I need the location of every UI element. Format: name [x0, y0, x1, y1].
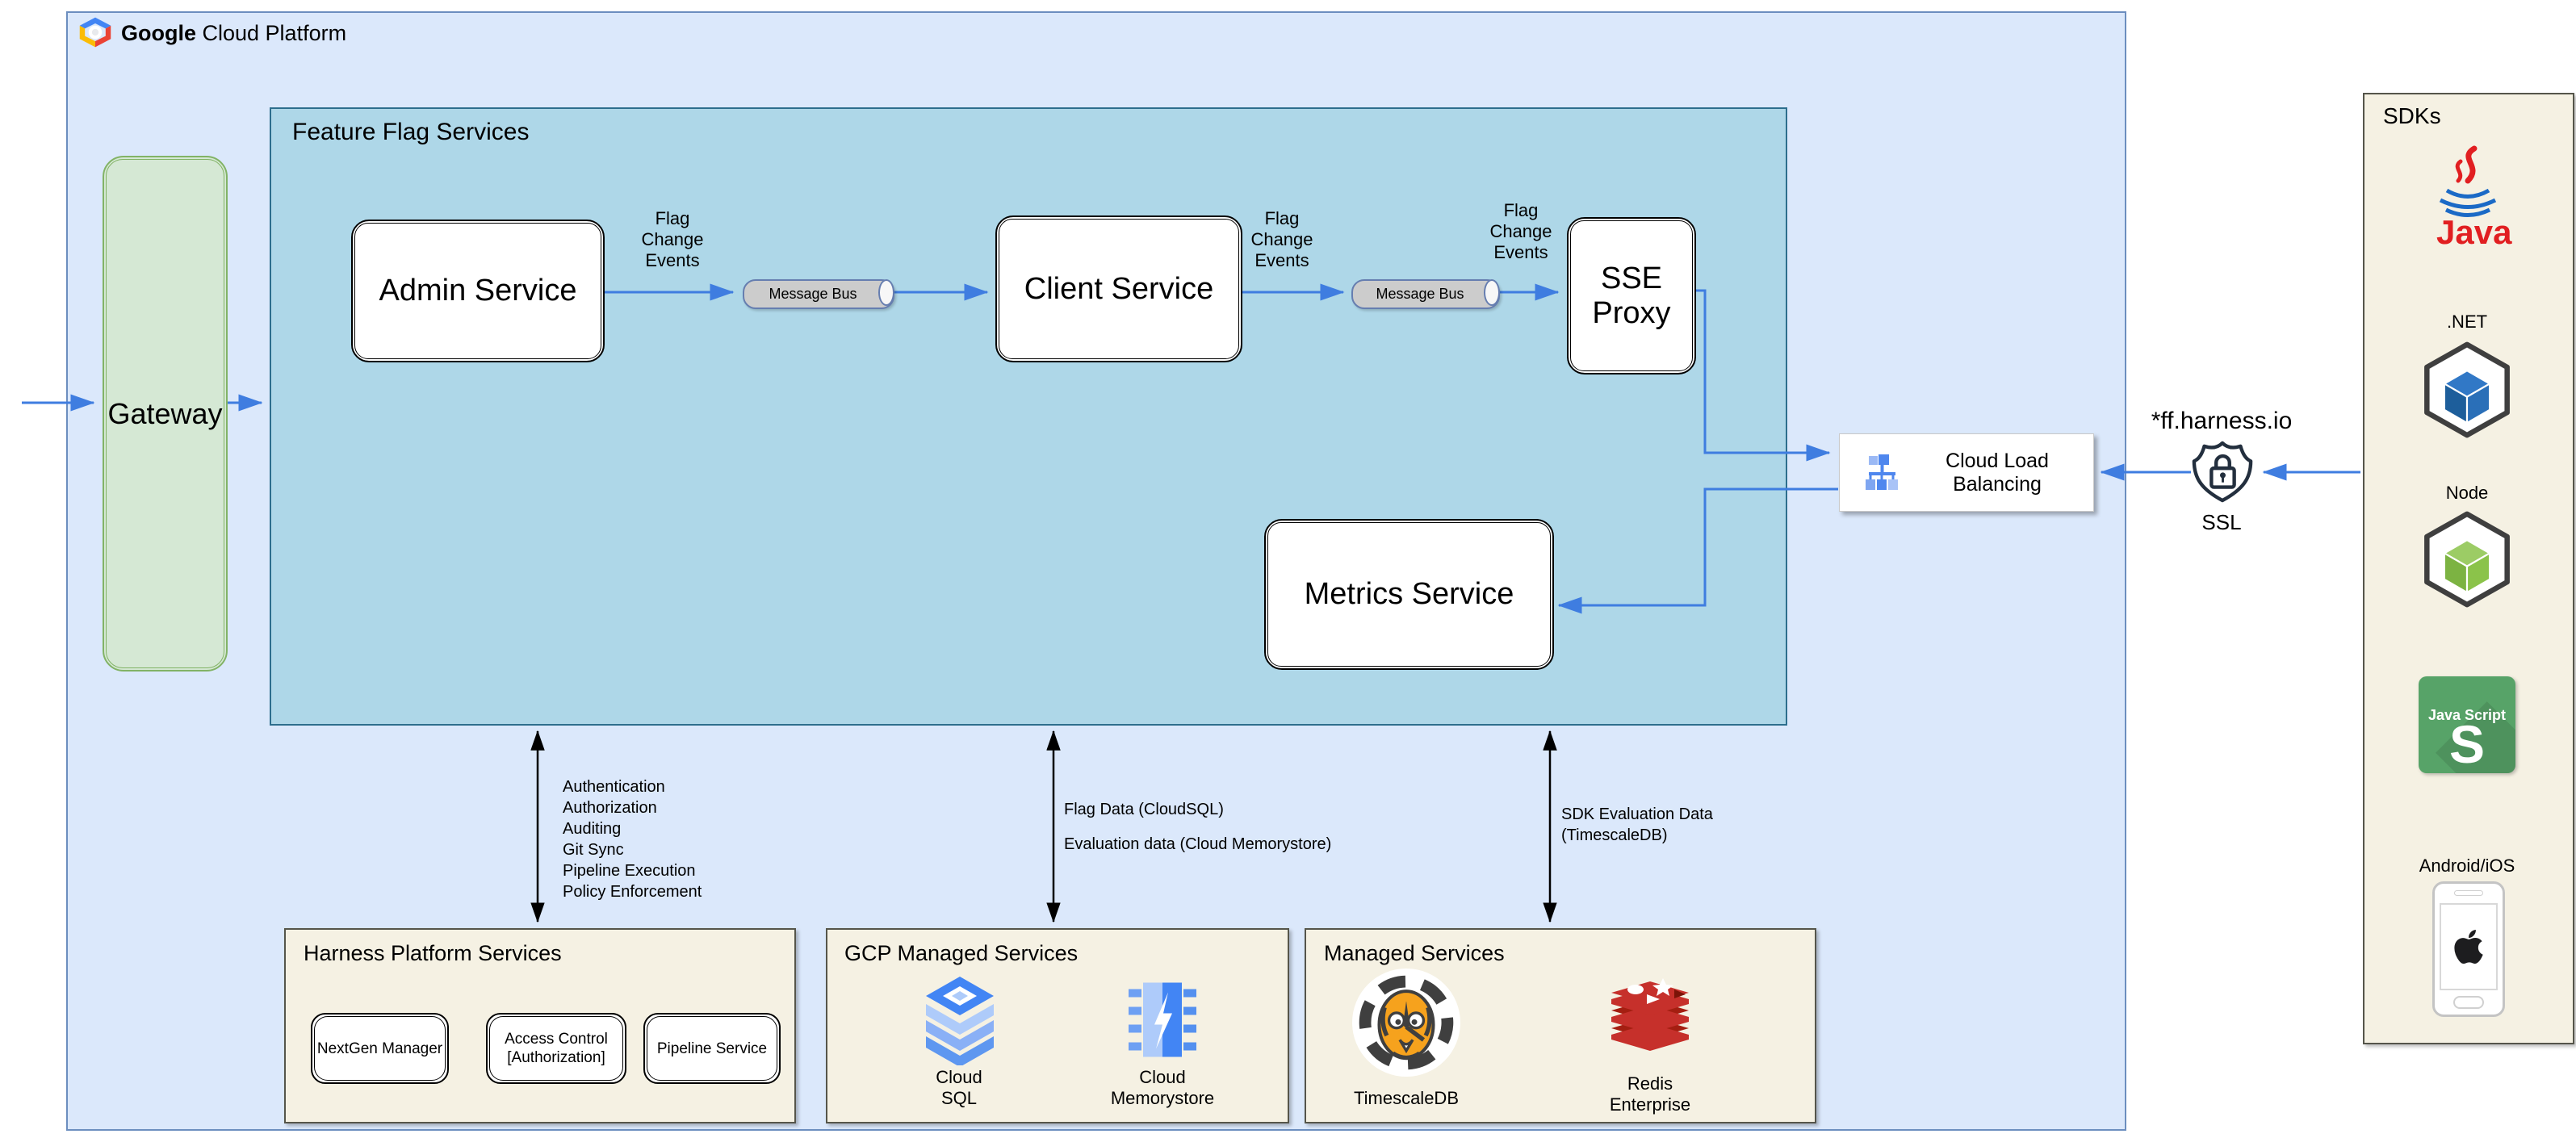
javascript-title: Java Script: [2427, 707, 2507, 723]
flag-change-events-1: Flag Change Events: [641, 208, 704, 270]
redis-enterprise-label: Redis Enterprise: [1609, 1073, 1691, 1115]
nextgen-manager-box: NextGen Manager: [311, 1013, 449, 1084]
cloud-load-balancing-label: Cloud Load Balancing: [1946, 449, 2049, 496]
cloud-sql-icon: [921, 975, 999, 1065]
apple-logo-icon: [2454, 930, 2483, 964]
admin-service-box: Admin Service: [351, 220, 605, 362]
javascript-tile-icon: Java Script S: [2419, 676, 2515, 773]
message-bus-1-label: Message Bus: [769, 286, 857, 302]
java-label: Java: [2436, 213, 2512, 250]
node-cube-icon: [2423, 510, 2511, 609]
page-title: Google Cloud Platform: [121, 21, 346, 46]
message-bus-2-icon: Message Bus: [1351, 279, 1500, 309]
gateway-label: Gateway: [107, 396, 223, 430]
annotation-flag-data: Flag Data (CloudSQL): [1064, 801, 1224, 818]
pipeline-service-box: Pipeline Service: [643, 1013, 781, 1084]
message-bus-1-icon: Message Bus: [743, 279, 894, 309]
gcp-managed-panel: [826, 928, 1289, 1123]
annotation-evaluation-data: Evaluation data (Cloud Memorystore): [1064, 835, 1332, 853]
harness-domain-label: *ff.harness.io: [2151, 408, 2293, 434]
sse-proxy-label: SSE Proxy: [1592, 261, 1671, 330]
javascript-s-letter: S: [2448, 714, 2486, 773]
admin-service-label: Admin Service: [379, 274, 577, 308]
annotation-sdk-evaluation: SDK Evaluation Data (TimescaleDB): [1561, 805, 1713, 844]
brand-rest: Cloud Platform: [196, 21, 347, 45]
gcp-logo-icon: [77, 16, 113, 48]
smartphone-icon: [2432, 881, 2505, 1017]
android-ios-label: Android/iOS: [2419, 856, 2515, 876]
metrics-service-label: Metrics Service: [1304, 577, 1514, 611]
cloud-sql-label: Cloud SQL: [936, 1067, 982, 1108]
brand-bold: Google: [121, 21, 196, 45]
timescaledb-label: TimescaleDB: [1354, 1088, 1459, 1108]
sdks-title: SDKs: [2383, 103, 2441, 128]
dotnet-cube-icon: [2423, 341, 2511, 439]
cylinder-cap: [878, 279, 894, 306]
metrics-service-box: Metrics Service: [1264, 519, 1554, 670]
load-balancer-icon: [1864, 454, 1900, 492]
client-service-box: Client Service: [995, 215, 1242, 362]
client-service-label: Client Service: [1024, 271, 1214, 306]
cloud-memorystore-label: Cloud Memorystore: [1110, 1067, 1215, 1108]
dotnet-label: .NET: [2446, 312, 2488, 332]
harness-panel-title: Harness Platform Services: [304, 941, 562, 965]
access-control-label: Access Control [Authorization]: [505, 1031, 608, 1066]
flag-change-events-2: Flag Change Events: [1250, 208, 1313, 270]
annotation-harness-capabilities: Authentication Authorization Auditing Gi…: [563, 778, 702, 901]
ssl-label: SSL: [2201, 510, 2242, 534]
managed-services-title: Managed Services: [1324, 941, 1505, 965]
gcp-managed-title: GCP Managed Services: [844, 941, 1079, 965]
node-label: Node: [2445, 483, 2489, 503]
ssl-shield-icon: [2191, 440, 2254, 504]
sse-proxy-box: SSE Proxy: [1567, 217, 1696, 374]
redis-icon: [1605, 975, 1695, 1062]
phone-screen: [2440, 903, 2498, 990]
java-logo-icon: Java: [2423, 144, 2513, 250]
phone-home-button: [2453, 996, 2484, 1009]
access-control-box: Access Control [Authorization]: [486, 1013, 626, 1084]
timescaledb-icon: [1352, 969, 1460, 1077]
cloud-load-balancing-box: Cloud Load Balancing: [1839, 433, 2094, 512]
flag-change-events-3: Flag Change Events: [1489, 200, 1552, 262]
feature-flag-title: Feature Flag Services: [292, 119, 530, 145]
phone-speaker: [2454, 890, 2483, 896]
cloud-memorystore-icon: [1122, 977, 1203, 1064]
cylinder-cap: [1484, 279, 1500, 306]
gateway-box: Gateway: [103, 156, 228, 672]
message-bus-2-label: Message Bus: [1376, 286, 1464, 302]
pipeline-service-label: Pipeline Service: [656, 1040, 768, 1057]
nextgen-manager-label: NextGen Manager: [316, 1040, 443, 1057]
